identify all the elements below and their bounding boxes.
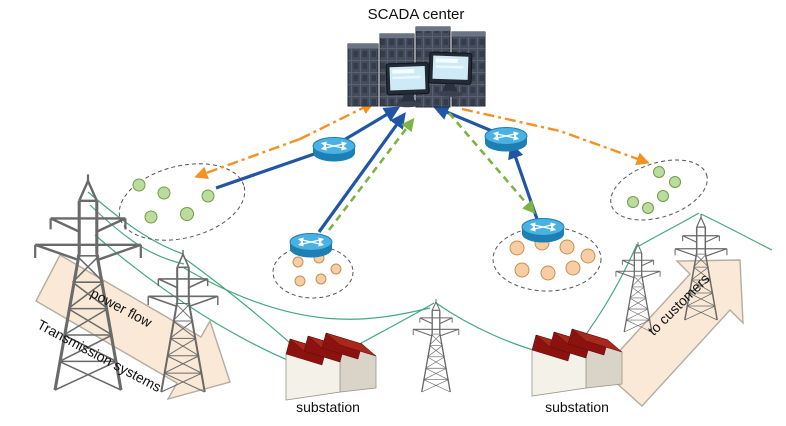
telemetry-link-blue [343,106,401,142]
to-customers-arrow [601,259,744,407]
sensor-node [559,239,575,255]
router-icon [522,219,564,243]
substation-building-icon [531,328,623,397]
control-link-green [327,117,415,231]
sensor-node [669,176,681,188]
sensor-node [580,248,596,264]
sensor-node [653,166,665,178]
router-icon [313,138,355,162]
sensor-node [642,202,654,214]
sensor-node [201,189,215,203]
field-link-orange [194,137,301,180]
sensor-node [132,178,146,192]
telemetry-link-blue [432,104,493,133]
sensor-cluster-icon [610,159,708,221]
sensor-node [657,190,669,202]
scada-center-label: SCADA center [368,6,465,23]
sensor-node [180,207,194,221]
sensor-node [565,260,581,276]
router-icon [290,234,332,258]
telemetry-link-blue [508,142,539,220]
telemetry-link-blue [317,112,406,233]
sensor-node [144,210,158,224]
substation-label-right: substation [545,399,609,415]
sensor-node [330,263,342,275]
sensor-node [514,262,530,278]
sensor-node [157,186,171,200]
sensor-cluster-icon [492,226,602,292]
field-link-orange [299,102,375,141]
sensor-node [315,273,327,285]
field-link-orange [461,107,650,166]
sensor-node [627,196,639,208]
router-icon [485,128,527,152]
sensor-node [540,265,556,281]
telemetry-link-blue [215,150,321,190]
sensor-node [509,240,525,256]
sensor-node [292,256,304,268]
sensor-node [294,275,306,287]
control-link-green [448,112,536,214]
network-links [194,102,650,233]
substation-label-left: substation [296,399,360,415]
sensor-cluster-icon [118,163,246,241]
